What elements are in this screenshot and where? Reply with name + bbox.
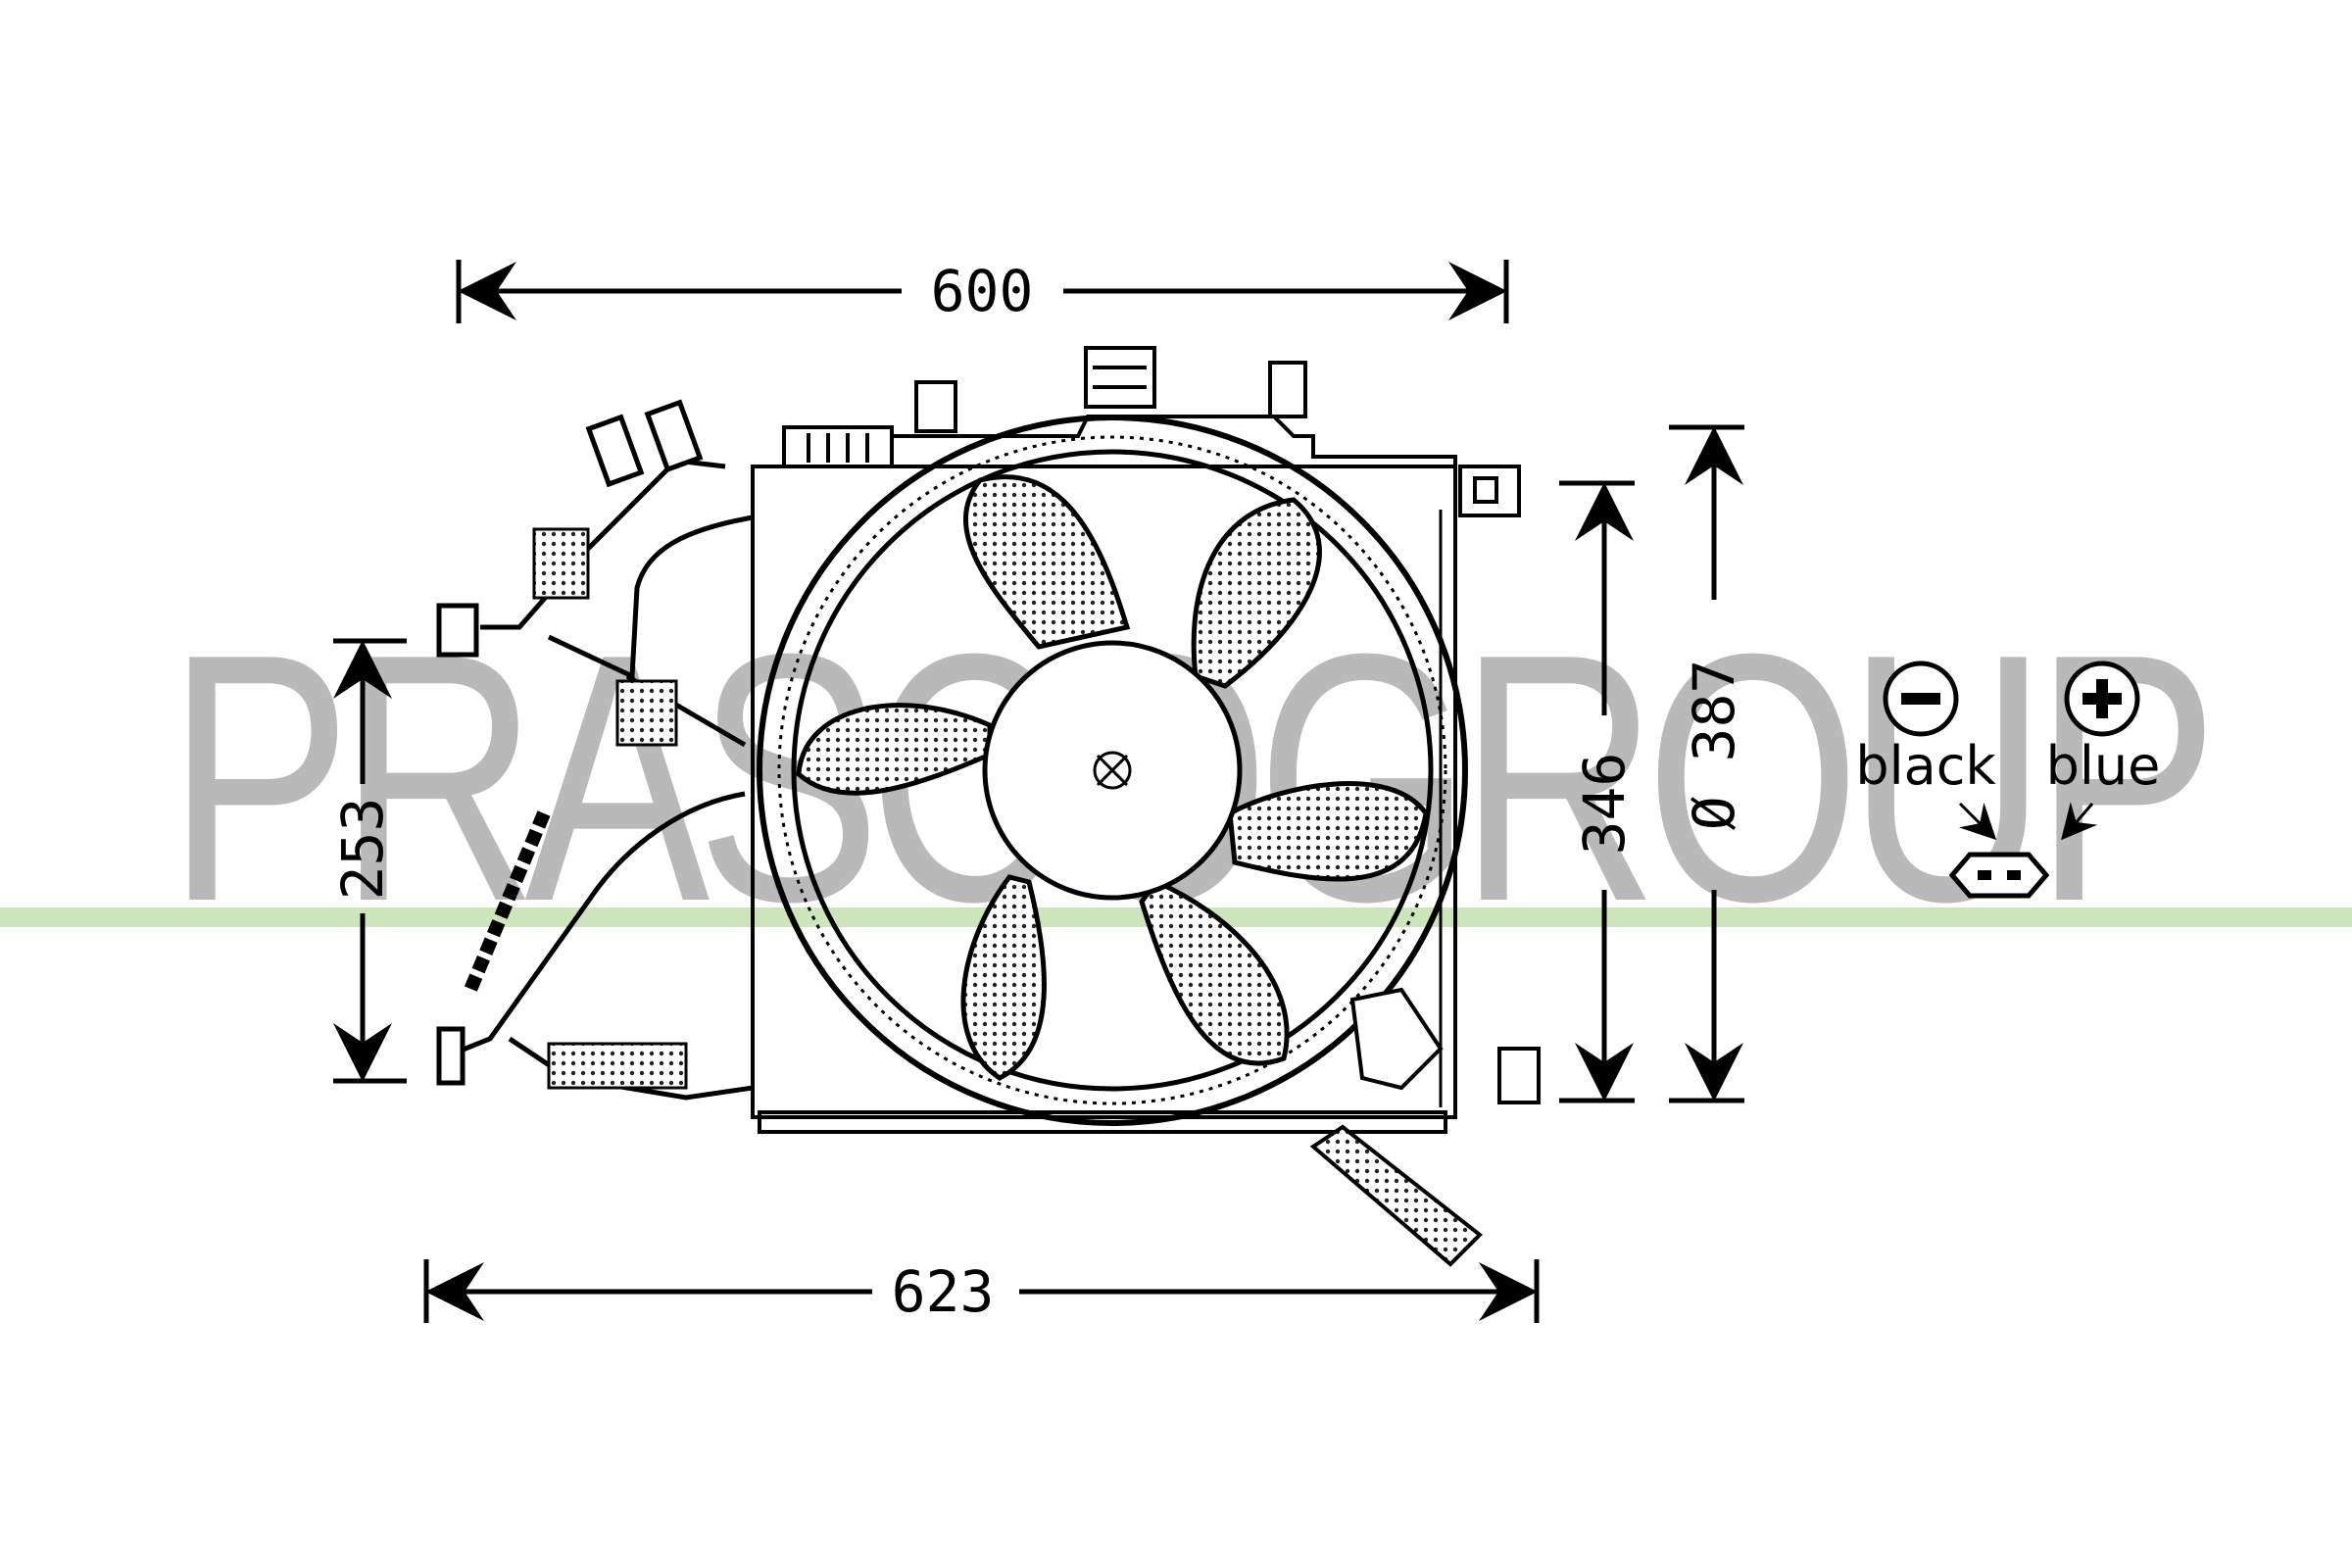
fan-blade bbox=[1227, 781, 1429, 882]
left-wiring-harness bbox=[436, 399, 754, 1101]
arrow-down-right-icon bbox=[1958, 802, 1997, 841]
clip-top-2 bbox=[1268, 361, 1307, 418]
fan-blade bbox=[796, 703, 993, 796]
fan-ring-dotted bbox=[777, 435, 1447, 1105]
dimension-label-253: 253 bbox=[329, 798, 396, 901]
clip-right-top bbox=[1458, 465, 1521, 517]
negative-terminal: black bbox=[1855, 661, 1997, 841]
connector-block-center bbox=[1084, 346, 1156, 409]
dimension-bottom-width bbox=[423, 1259, 1540, 1323]
polarity-legend: black blue bbox=[1855, 661, 2161, 899]
dimension-top-width bbox=[456, 260, 1509, 323]
positive-wire-color-label: blue bbox=[2046, 735, 2161, 797]
fan-ring-outer bbox=[757, 415, 1468, 1126]
dimension-label-fan-diameter: Ø 387 bbox=[1681, 660, 1747, 831]
dimension-label-623: 623 bbox=[892, 1258, 995, 1325]
fan bbox=[757, 415, 1468, 1126]
fan-blade bbox=[962, 474, 1131, 650]
arrow-down-left-icon bbox=[2061, 802, 2098, 841]
fan-blade bbox=[960, 874, 1047, 1081]
fan-blade bbox=[1191, 497, 1322, 689]
clip-top-1 bbox=[914, 380, 957, 433]
fan-blade bbox=[1139, 878, 1290, 1066]
dimension-right-height bbox=[1559, 480, 1635, 1103]
fan-shroud bbox=[751, 415, 1457, 1134]
negative-wire-color-label: black bbox=[1855, 735, 1996, 797]
minus-icon bbox=[1901, 693, 1940, 705]
dimension-left-height bbox=[333, 638, 407, 1084]
dimension-fan-diameter bbox=[1669, 424, 1744, 1103]
hub-center-icon bbox=[1093, 751, 1132, 790]
shroud-top-edge bbox=[880, 415, 1457, 466]
fan-ring-inner bbox=[791, 449, 1434, 1092]
connector-block-left bbox=[782, 425, 894, 468]
dimension-label-346: 346 bbox=[1571, 753, 1638, 856]
dimension-label-600: 600 bbox=[931, 258, 1034, 324]
shroud-bottom-rail bbox=[758, 1110, 1447, 1134]
fan-blades bbox=[796, 474, 1429, 1081]
connector-icon bbox=[1948, 852, 2050, 899]
positive-terminal: blue bbox=[2046, 661, 2161, 841]
top-connectors bbox=[782, 346, 1521, 517]
motor-plug bbox=[1309, 987, 1541, 1267]
